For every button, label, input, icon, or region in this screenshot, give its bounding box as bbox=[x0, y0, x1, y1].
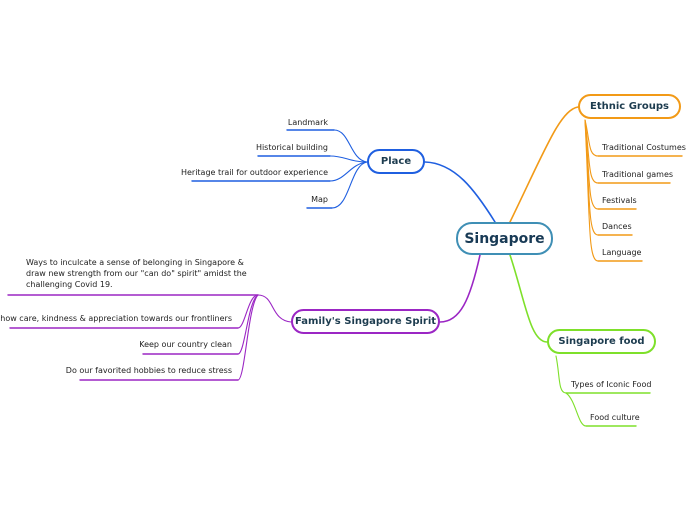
leaf-care-kindness[interactable]: Show care, kindness & appreciation towar… bbox=[0, 314, 232, 323]
link-root-ethnic bbox=[509, 106, 579, 223]
leaf-hobbies[interactable]: Do our favorited hobbies to reduce stres… bbox=[65, 366, 232, 375]
root-node[interactable]: Singapore bbox=[456, 222, 553, 255]
leaf-landmark[interactable]: Landmark bbox=[287, 118, 328, 127]
leaf-festivals[interactable]: Festivals bbox=[602, 196, 637, 205]
leaf-historical-building[interactable]: Historical building bbox=[255, 143, 328, 152]
branch-label-food: Singapore food bbox=[558, 336, 645, 347]
link-root-place bbox=[424, 161, 496, 223]
leaf-dances[interactable]: Dances bbox=[602, 222, 632, 231]
branch-label-place: Place bbox=[380, 156, 412, 167]
leaf-iconic-food[interactable]: Types of Iconic Food bbox=[571, 380, 652, 389]
leaf-sense-of-belonging[interactable]: Ways to inculcate a sense of belonging i… bbox=[26, 258, 247, 289]
link-place-landmark bbox=[333, 129, 368, 163]
link-place-map bbox=[331, 161, 368, 209]
link-root-spirit bbox=[439, 254, 481, 323]
link-place-historical bbox=[329, 155, 368, 163]
leaf-traditional-costumes[interactable]: Traditional Costumes bbox=[602, 143, 686, 152]
leaf-map[interactable]: Map bbox=[311, 195, 328, 204]
link-spirit-hobbies bbox=[237, 294, 259, 381]
link-food-culture bbox=[565, 392, 587, 427]
branch-node-place[interactable]: Place bbox=[367, 149, 425, 174]
link-spirit-clean bbox=[237, 294, 259, 355]
leaf-traditional-games[interactable]: Traditional games bbox=[602, 170, 674, 179]
branch-label-ethnic: Ethnic Groups bbox=[590, 101, 669, 112]
leaf-keep-clean[interactable]: Keep our country clean bbox=[139, 340, 232, 349]
leaf-food-culture[interactable]: Food culture bbox=[590, 413, 640, 422]
link-food-iconic bbox=[555, 355, 567, 394]
link-spirit-care bbox=[237, 294, 259, 329]
branch-node-food[interactable]: Singapore food bbox=[547, 329, 656, 354]
branch-label-spirit: Family's Singapore Spirit bbox=[294, 316, 437, 327]
branch-node-spirit[interactable]: Family's Singapore Spirit bbox=[291, 309, 440, 334]
leaf-heritage-trail[interactable]: Heritage trail for outdoor experience bbox=[180, 168, 328, 177]
link-ethnic-language bbox=[584, 119, 599, 262]
root-label: Singapore bbox=[464, 230, 545, 247]
link-root-food bbox=[509, 254, 548, 343]
link-spirit-ways bbox=[257, 294, 292, 323]
branch-node-ethnic[interactable]: Ethnic Groups bbox=[578, 94, 681, 119]
leaf-language[interactable]: Language bbox=[602, 248, 642, 257]
